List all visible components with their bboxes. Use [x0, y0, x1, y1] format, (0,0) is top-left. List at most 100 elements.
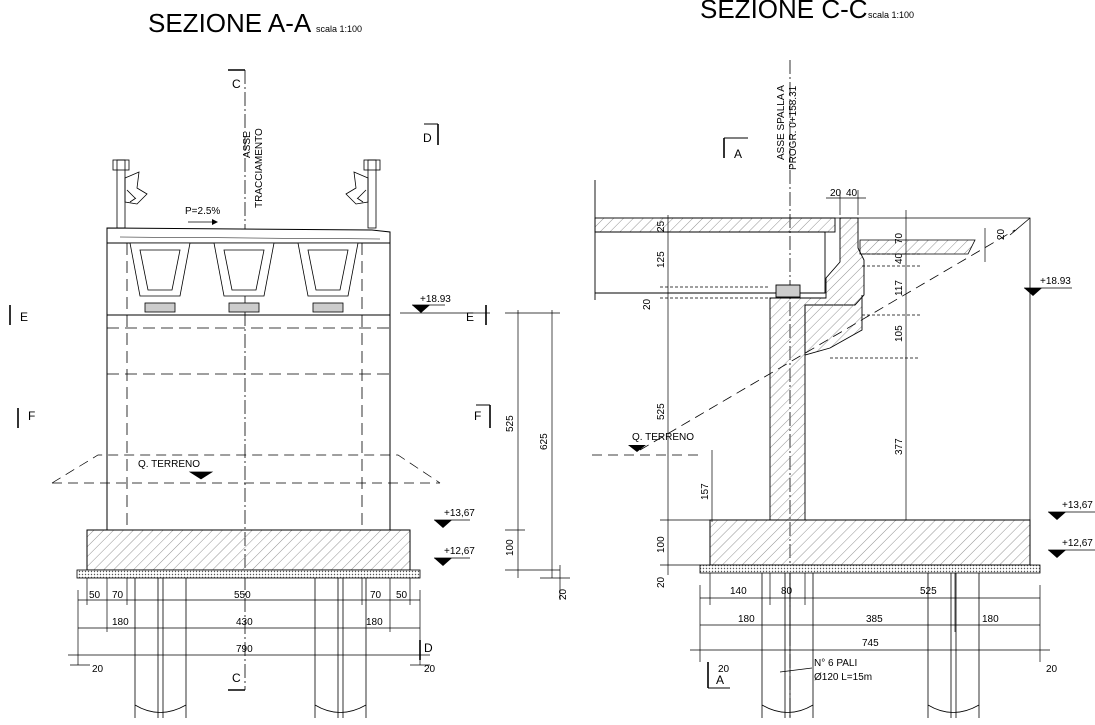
cut-marker-e-left: E: [20, 310, 28, 324]
axis-label-2: TRACCIAMENTO: [254, 128, 265, 208]
cc-dim-105: 105: [894, 325, 905, 342]
cc-ground-line: [592, 445, 700, 456]
section-aa-scale: scala 1:100: [316, 24, 362, 34]
cc-approach-slab: [859, 239, 976, 255]
beams: [129, 242, 359, 313]
cc-dim-70: 70: [894, 232, 905, 244]
cc-dim-180-right: 180: [982, 614, 999, 625]
cc-dim-20f: 20: [1046, 664, 1058, 675]
cc-dim-525: 525: [656, 403, 667, 420]
cc-dim-20b: 20: [642, 298, 653, 310]
dim-50-left: 50: [89, 590, 101, 601]
cut-marker-f-right: F: [474, 409, 481, 423]
cc-dim-140: 140: [730, 586, 747, 597]
section-aa-title: SEZIONE A-A: [148, 8, 312, 38]
cc-foundation: [699, 519, 1041, 574]
cc-elevation-bot: +12,67: [1062, 538, 1093, 549]
cc-backfill: [639, 217, 1031, 520]
cc-dim-180-left: 180: [738, 614, 755, 625]
dim-70-right: 70: [370, 590, 382, 601]
section-aa: SEZIONE A-A scala 1:100 C C ASSE TRACCIA…: [9, 8, 570, 718]
cc-abutment-wall: [769, 217, 865, 521]
cut-marker-d-top: [424, 123, 439, 145]
cut-marker-a-bottom: A: [716, 673, 724, 687]
axis-line: [228, 69, 246, 691]
piles-note-leader: [779, 667, 813, 673]
cc-elevation-top: +18.93: [1040, 276, 1071, 287]
cc-dim-20d: 20: [996, 228, 1007, 240]
cc-dim-20e: 20: [718, 664, 730, 675]
axis-label-1: ASSE: [242, 131, 253, 158]
section-cc: SEZIONE C-C scala 1:100 ASSE SPALLA A PR…: [592, 0, 1095, 718]
cc-deck: [594, 180, 836, 300]
elevation-marker-top: [412, 304, 445, 313]
railing-left: [112, 159, 148, 229]
dim-h625: 625: [539, 433, 550, 450]
slope-arrow: [188, 219, 218, 225]
cut-marker-d-top-label: D: [423, 131, 432, 145]
dim-20-right: 20: [424, 664, 436, 675]
piles-cc: [761, 573, 980, 718]
dim-70-left: 70: [112, 590, 124, 601]
cut-marker-f: [17, 404, 491, 428]
cc-dim-525b: 525: [920, 586, 937, 597]
cc-axis-label-1: ASSE SPALLA A: [776, 85, 787, 160]
cc-dim-385: 385: [866, 614, 883, 625]
cc-dim-40b: 40: [894, 252, 905, 264]
cc-axis-label-2: PROGR. 0+158.31: [788, 85, 799, 170]
piles-aa: [134, 578, 367, 718]
piles-note-2: Ø120 L=15m: [814, 672, 872, 683]
cut-marker-c-bottom: C: [232, 671, 241, 685]
vertical-dimensions-aa: [505, 310, 570, 600]
section-cc-title: SEZIONE C-C: [700, 0, 868, 24]
cut-marker-f-left: F: [28, 409, 35, 423]
cc-left-dims: [660, 215, 840, 575]
cc-dim-100: 100: [656, 536, 667, 553]
section-cc-scale: scala 1:100: [868, 10, 914, 20]
cc-dim-20a: 20: [830, 188, 842, 199]
cc-dim-20c: 20: [656, 576, 667, 588]
elevation-bot: +12,67: [444, 546, 475, 557]
cut-marker-e-right: E: [466, 310, 474, 324]
cut-marker-d-bottom-label: D: [424, 641, 433, 655]
elevation-markers-lower: [434, 519, 470, 566]
elevation-top: +18.93: [420, 294, 451, 305]
ground-label: Q. TERRENO: [138, 459, 200, 470]
abutment-wall: [106, 228, 391, 530]
cc-dim-157: 157: [700, 483, 711, 500]
cc-elevation-mid: +13,67: [1062, 500, 1093, 511]
dim-180-left: 180: [112, 617, 129, 628]
dim-550: 550: [234, 590, 251, 601]
cc-dim-117: 117: [894, 280, 905, 296]
piles-note-1: N° 6 PALI: [814, 658, 857, 669]
dim-430: 430: [236, 617, 253, 628]
elevation-mid: +13,67: [444, 508, 475, 519]
cc-dim-80: 80: [781, 586, 793, 597]
cc-dim-745: 745: [862, 638, 879, 649]
cc-dim-377: 377: [894, 438, 905, 455]
cc-top-dims: [826, 190, 866, 215]
dim-h100: 100: [505, 539, 516, 556]
cut-marker-c-top: C: [232, 77, 241, 91]
slope-label: P=2.5%: [185, 206, 220, 217]
dim-50-right: 50: [396, 590, 408, 601]
cut-marker-e: [9, 305, 490, 325]
dim-790: 790: [236, 644, 253, 655]
dim-h525: 525: [505, 415, 516, 432]
cut-marker-a: [707, 137, 748, 689]
foundation-slab: [76, 529, 421, 579]
cut-marker-a-top: A: [734, 147, 742, 161]
deck-slab: [106, 227, 391, 244]
cc-dim-125: 125: [656, 251, 667, 268]
cc-dim-25: 25: [656, 220, 667, 232]
cc-elevation-markers: [1024, 287, 1095, 558]
cc-ground-label: Q. TERRENO: [632, 432, 694, 443]
horizontal-dimensions-aa: [68, 578, 430, 666]
cc-right-dims: [830, 210, 986, 520]
dim-h20: 20: [558, 588, 569, 600]
dim-20-left: 20: [92, 664, 104, 675]
dim-180-right: 180: [366, 617, 383, 628]
railing-right: [345, 159, 381, 229]
cc-bottom-dims: [690, 573, 1050, 662]
